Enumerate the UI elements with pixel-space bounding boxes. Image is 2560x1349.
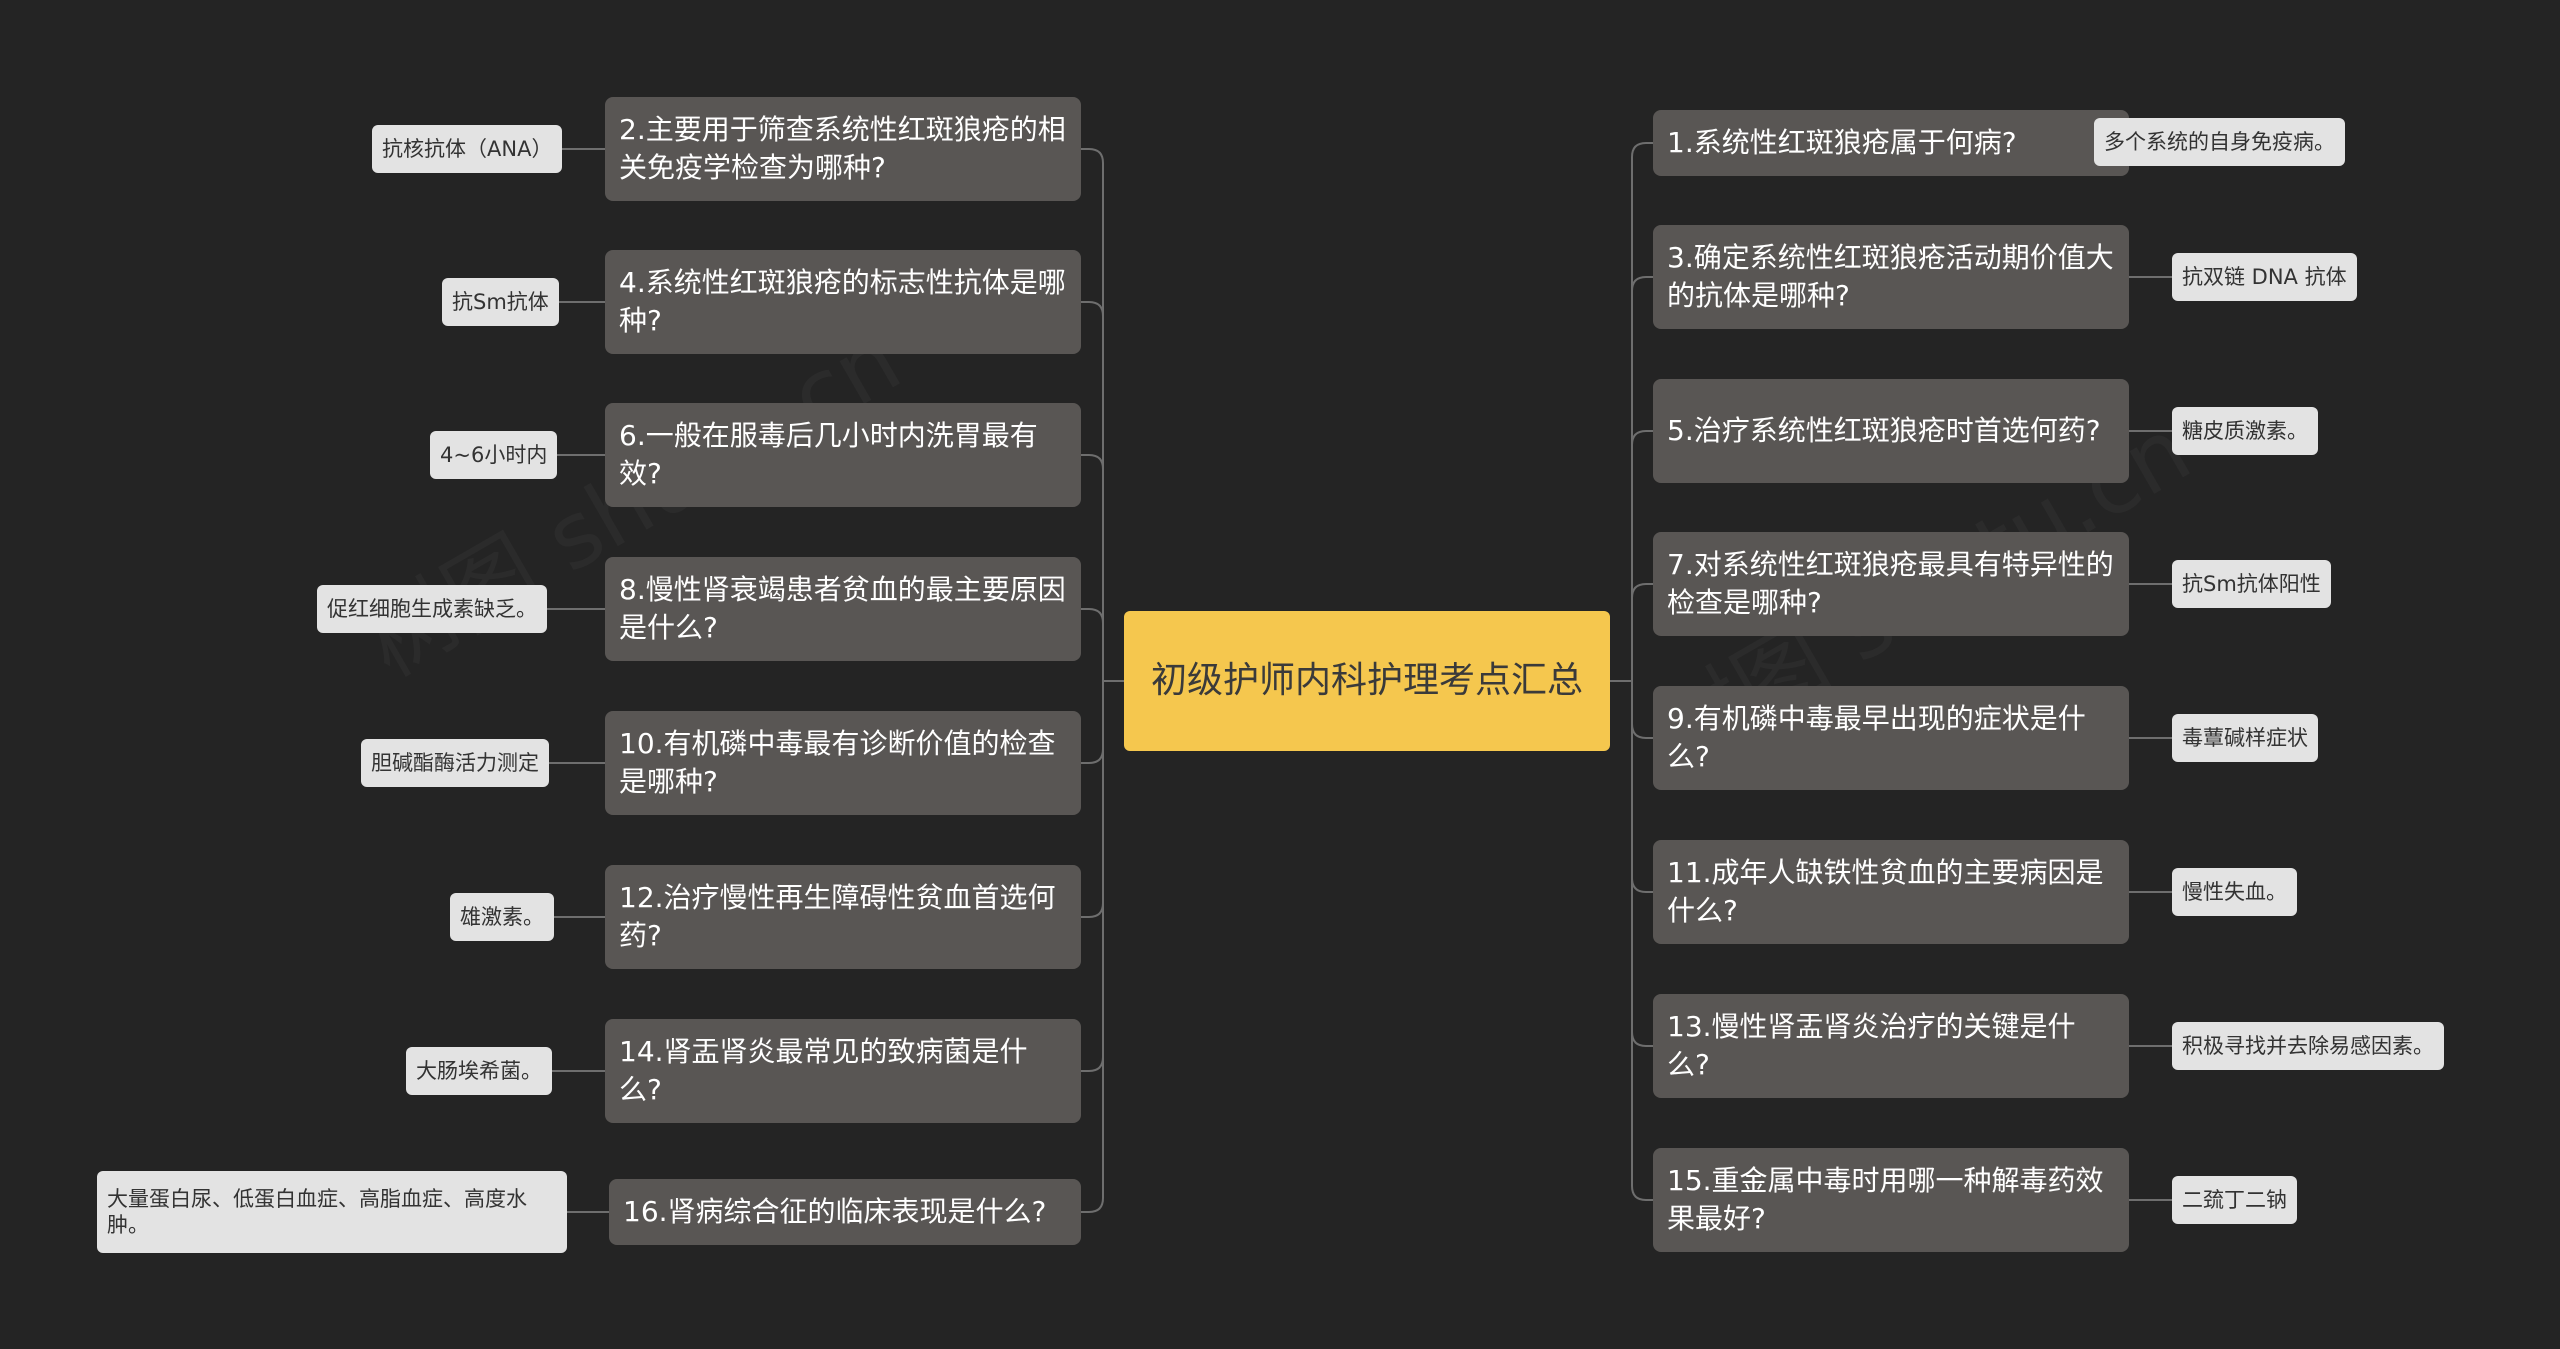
answer-node[interactable]: 雄激素。	[450, 893, 554, 941]
question-node[interactable]: 14.肾盂肾炎最常见的致病菌是什么?	[605, 1019, 1081, 1123]
branch-left	[1081, 681, 1104, 764]
answer-text: 抗Sm抗体	[452, 290, 549, 314]
question-text: 16.肾病综合征的临床表现是什么?	[623, 1195, 1047, 1228]
question-node[interactable]: 16.肾病综合征的临床表现是什么?	[609, 1179, 1081, 1245]
question-text: 11.成年人缺铁性贫血的主要病因是什么?	[1667, 856, 2104, 927]
answer-node[interactable]: 胆碱酯酶活力测定	[361, 739, 549, 787]
question-node[interactable]: 9.有机磷中毒最早出现的症状是什么?	[1653, 686, 2129, 790]
branch-right	[1631, 276, 1653, 681]
question-node[interactable]: 11.成年人缺铁性贫血的主要病因是什么?	[1653, 840, 2129, 944]
question-text: 13.慢性肾盂肾炎治疗的关键是什么?	[1667, 1010, 2076, 1081]
answer-text: 抗Sm抗体阳性	[2182, 572, 2321, 596]
answer-node[interactable]: 促红细胞生成素缺乏。	[317, 585, 547, 633]
question-node[interactable]: 5.治疗系统性红斑狼疮时首选何药?	[1653, 379, 2129, 483]
question-node[interactable]: 1.系统性红斑狼疮属于何病?	[1653, 110, 2129, 176]
question-text: 6.一般在服毒后几小时内洗胃最有效?	[619, 419, 1038, 490]
question-text: 12.治疗慢性再生障碍性贫血首选何药?	[619, 881, 1056, 952]
answer-text: 雄激素。	[460, 905, 544, 929]
branch-left	[1081, 681, 1104, 918]
answer-node[interactable]: 糖皮质激素。	[2172, 407, 2318, 455]
answer-text: 糖皮质激素。	[2182, 419, 2308, 443]
question-node[interactable]: 6.一般在服毒后几小时内洗胃最有效?	[605, 403, 1081, 507]
branch-right	[1631, 583, 1653, 681]
question-node[interactable]: 7.对系统性红斑狼疮最具有特异性的检查是哪种?	[1653, 532, 2129, 636]
question-text: 5.治疗系统性红斑狼疮时首选何药?	[1667, 414, 2101, 447]
answer-node[interactable]: 慢性失血。	[2172, 868, 2297, 916]
question-text: 4.系统性红斑狼疮的标志性抗体是哪种?	[619, 266, 1066, 337]
answer-node[interactable]: 4~6小时内	[430, 431, 558, 479]
answer-node[interactable]: 抗双链 DNA 抗体	[2172, 253, 2357, 301]
answer-text: 二巯丁二钠	[2182, 1188, 2287, 1212]
question-node[interactable]: 12.治疗慢性再生障碍性贫血首选何药?	[605, 865, 1081, 969]
question-text: 10.有机磷中毒最有诊断价值的检查是哪种?	[619, 727, 1056, 798]
answer-text: 积极寻找并去除易感因素。	[2182, 1034, 2434, 1058]
answer-node[interactable]: 毒蕈碱样症状	[2172, 714, 2318, 762]
branch-left	[1081, 148, 1104, 681]
branch-left	[1081, 608, 1104, 681]
question-node[interactable]: 10.有机磷中毒最有诊断价值的检查是哪种?	[605, 711, 1081, 815]
branch-right	[1631, 681, 1653, 1047]
question-node[interactable]: 15.重金属中毒时用哪一种解毒药效果最好?	[1653, 1148, 2129, 1252]
answer-text: 胆碱酯酶活力测定	[371, 751, 539, 775]
question-text: 8.慢性肾衰竭患者贫血的最主要原因是什么?	[619, 573, 1066, 644]
answer-text: 抗双链 DNA 抗体	[2182, 265, 2347, 289]
answer-text: 慢性失血。	[2182, 880, 2287, 904]
question-node[interactable]: 13.慢性肾盂肾炎治疗的关键是什么?	[1653, 994, 2129, 1098]
answer-text: 多个系统的自身免疫病。	[2104, 130, 2335, 154]
question-node[interactable]: 2.主要用于筛查系统性红斑狼疮的相关免疫学检查为哪种?	[605, 97, 1081, 201]
question-text: 3.确定系统性红斑狼疮活动期价值大的抗体是哪种?	[1667, 241, 2114, 312]
answer-text: 毒蕈碱样症状	[2182, 726, 2308, 750]
branch-left	[1081, 681, 1104, 1213]
branch-left	[1081, 454, 1104, 681]
answer-node[interactable]: 多个系统的自身免疫病。	[2094, 118, 2345, 166]
branch-left	[1081, 301, 1104, 681]
question-node[interactable]: 4.系统性红斑狼疮的标志性抗体是哪种?	[605, 250, 1081, 354]
branch-right	[1631, 681, 1653, 1201]
central-topic-label: 初级护师内科护理考点汇总	[1150, 660, 1583, 701]
branch-right	[1631, 142, 1653, 681]
answer-node[interactable]: 抗核抗体（ANA）	[372, 125, 563, 173]
question-text: 1.系统性红斑狼疮属于何病?	[1667, 126, 2017, 159]
answer-text: 促红细胞生成素缺乏。	[327, 597, 537, 621]
answer-text: 抗核抗体（ANA）	[382, 137, 553, 161]
question-text: 9.有机磷中毒最早出现的症状是什么?	[1667, 702, 2086, 773]
question-text: 2.主要用于筛查系统性红斑狼疮的相关免疫学检查为哪种?	[619, 113, 1066, 184]
answer-node[interactable]: 大量蛋白尿、低蛋白血症、高脂血症、高度水肿。	[97, 1171, 567, 1253]
answer-text: 大肠埃希菌。	[416, 1059, 542, 1083]
central-topic[interactable]: 初级护师内科护理考点汇总	[1124, 611, 1610, 751]
question-node[interactable]: 3.确定系统性红斑狼疮活动期价值大的抗体是哪种?	[1653, 225, 2129, 329]
answer-node[interactable]: 抗Sm抗体	[442, 278, 559, 326]
answer-node[interactable]: 积极寻找并去除易感因素。	[2172, 1022, 2444, 1070]
answer-node[interactable]: 抗Sm抗体阳性	[2172, 560, 2331, 608]
question-text: 7.对系统性红斑狼疮最具有特异性的检查是哪种?	[1667, 548, 2114, 619]
question-text: 15.重金属中毒时用哪一种解毒药效果最好?	[1667, 1164, 2104, 1235]
answer-node[interactable]: 大肠埃希菌。	[406, 1047, 552, 1095]
branch-right	[1631, 430, 1653, 681]
question-text: 14.肾盂肾炎最常见的致病菌是什么?	[619, 1035, 1028, 1106]
answer-text: 4~6小时内	[440, 443, 548, 467]
question-node[interactable]: 8.慢性肾衰竭患者贫血的最主要原因是什么?	[605, 557, 1081, 661]
answer-node[interactable]: 二巯丁二钠	[2172, 1176, 2297, 1224]
answer-text: 大量蛋白尿、低蛋白血症、高脂血症、高度水肿。	[107, 1187, 527, 1237]
branch-left	[1081, 681, 1104, 1072]
